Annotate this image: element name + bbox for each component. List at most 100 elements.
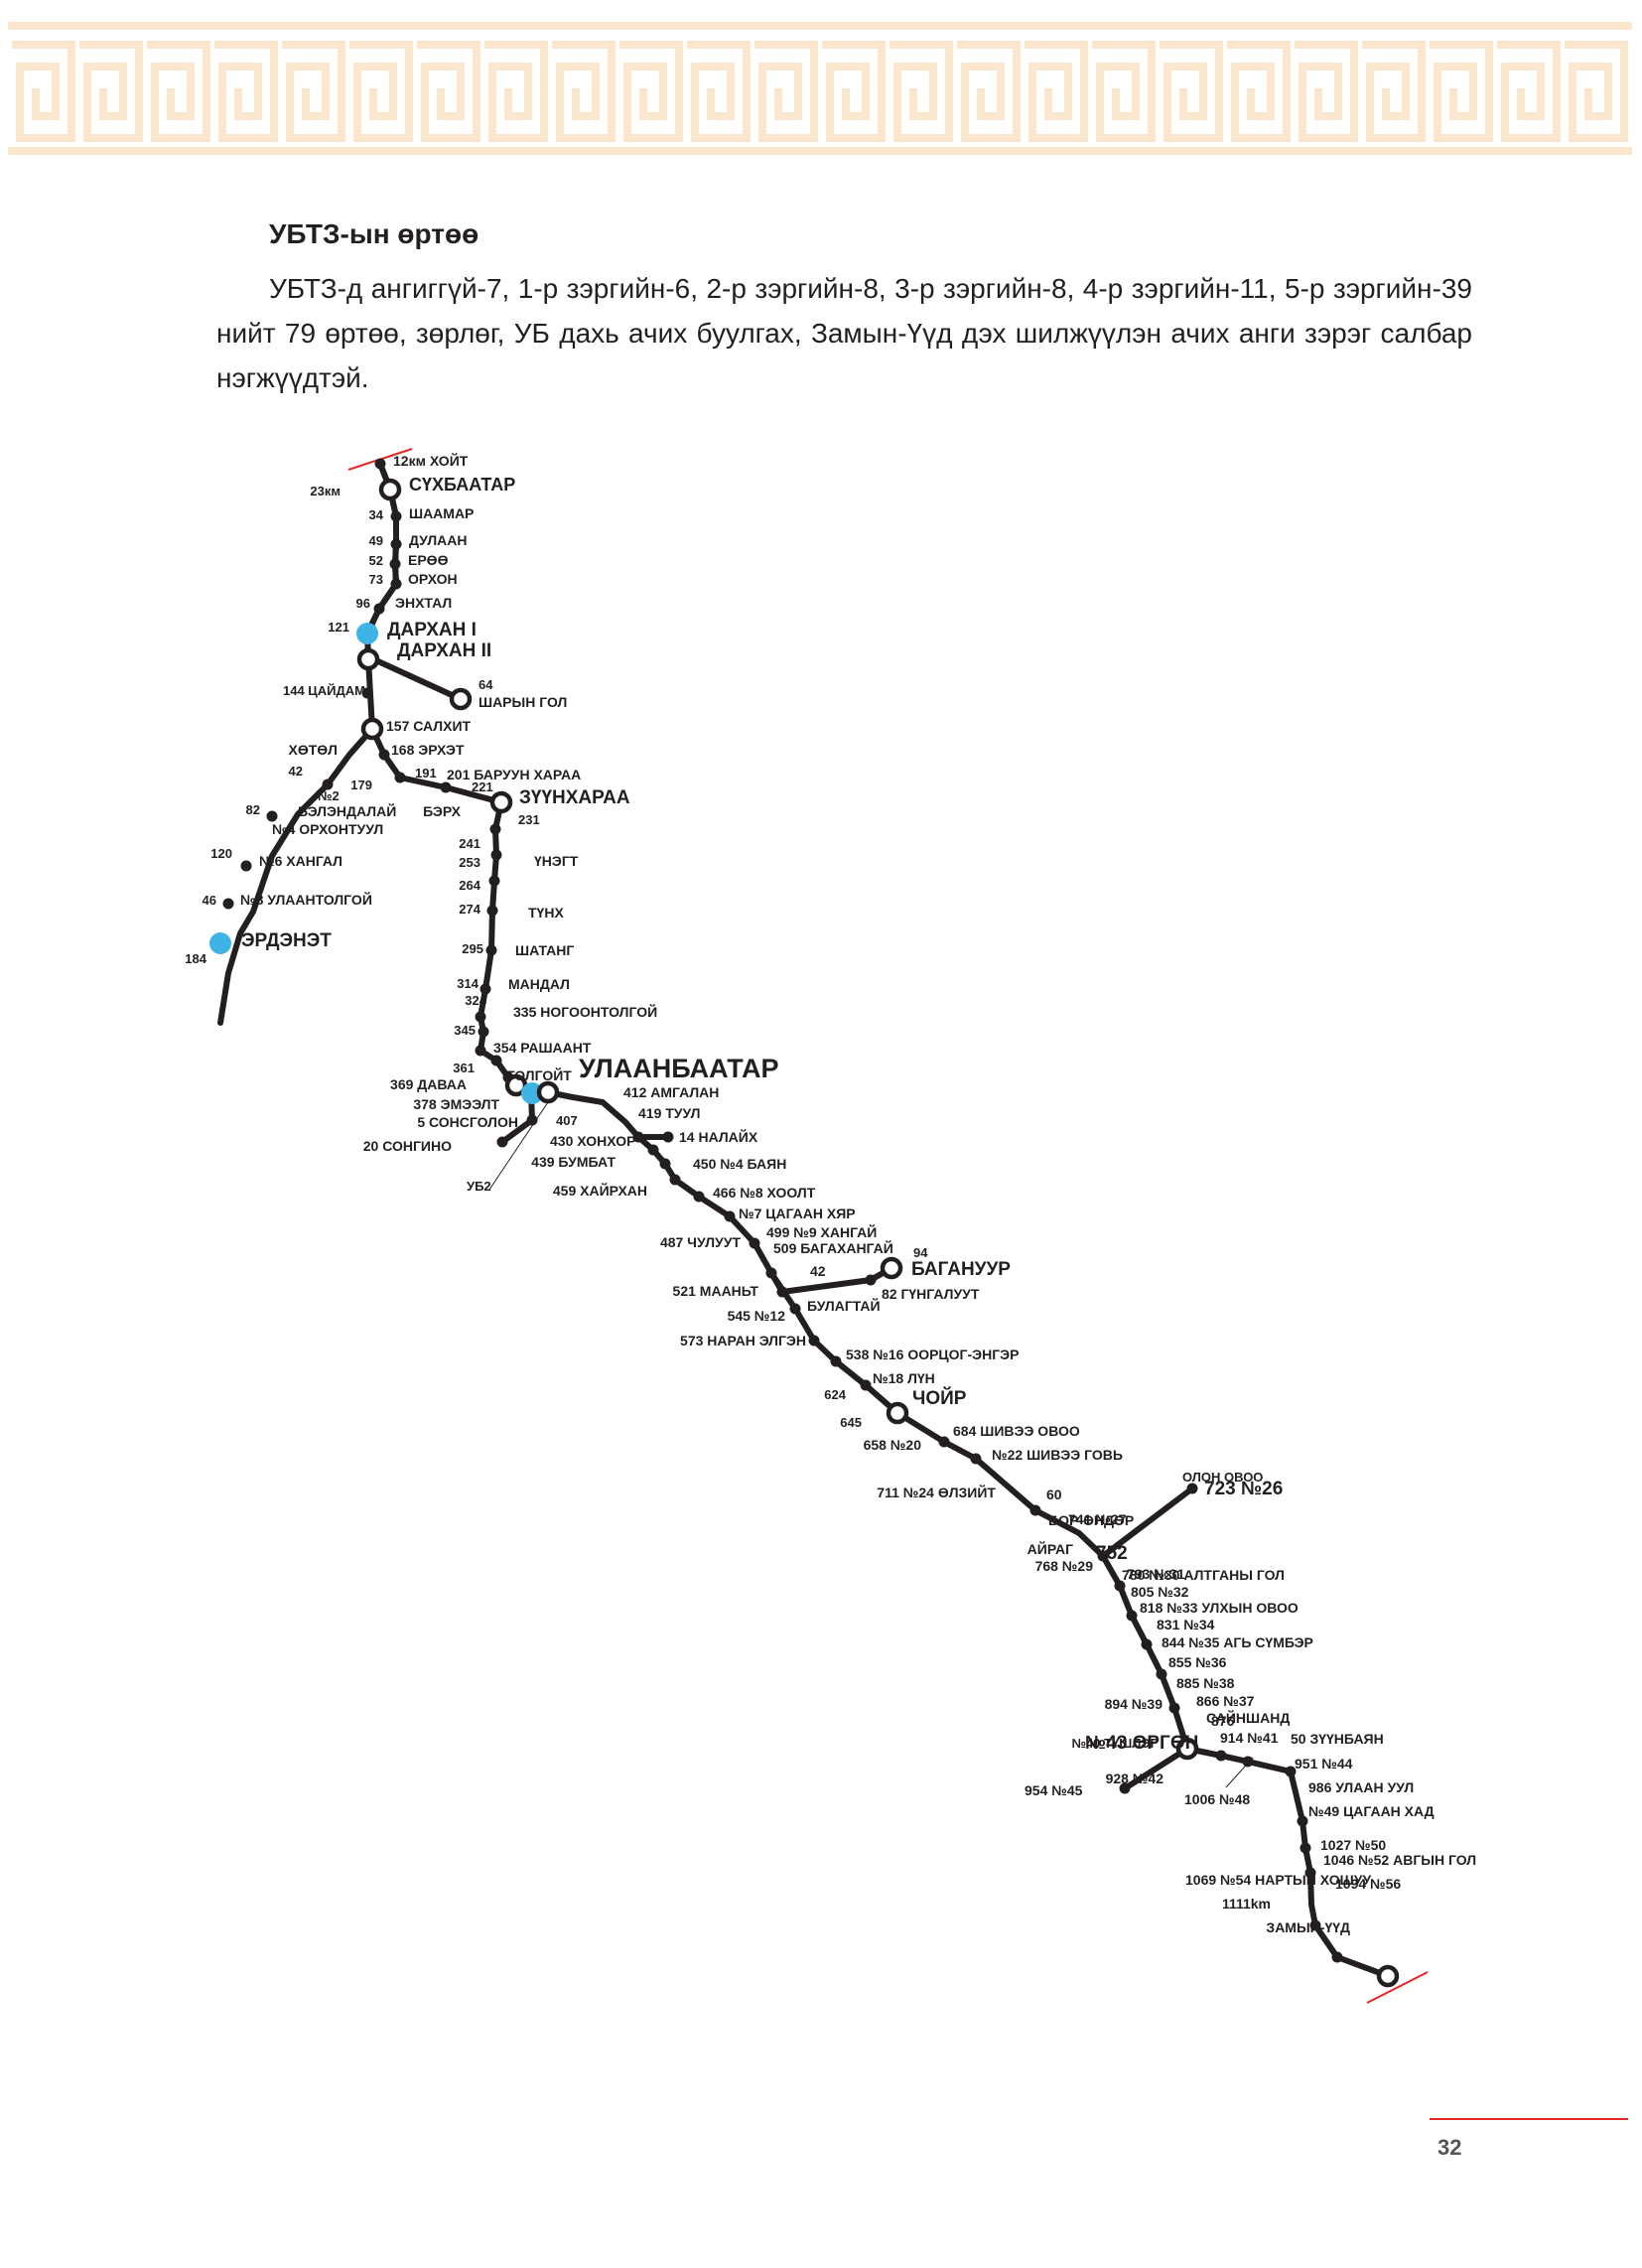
station-dot — [479, 983, 491, 995]
decorative-border — [8, 22, 1632, 155]
station-label: 986 УЛААН УУЛ — [1308, 1779, 1414, 1795]
station-label: 645 — [840, 1415, 862, 1430]
station-label: ҮНЭГТ — [534, 853, 579, 869]
station-dot — [361, 687, 373, 699]
station-circle — [886, 1401, 909, 1425]
station-label: 1046 №52 АВГЫН ГОЛ — [1323, 1852, 1476, 1868]
station-dot — [378, 749, 390, 761]
station-label: 1111km — [1222, 1896, 1271, 1912]
station-label: 658 №20 — [864, 1437, 922, 1453]
station-dot — [489, 823, 501, 835]
station-label: ОЛОН ОВОО — [1182, 1470, 1263, 1485]
station-label: 82 — [246, 802, 260, 817]
station-dot — [240, 860, 252, 872]
station-label: 60 — [1046, 1487, 1062, 1502]
station-label: БЭЛЭНДАЛАЙ — [298, 802, 396, 819]
station-label: БУЛАГТАЙ — [807, 1297, 881, 1314]
station-label: 521 МААНЬТ — [673, 1283, 759, 1299]
station-dot — [486, 905, 498, 917]
station-label: 50 ЗҮҮНБАЯН — [1291, 1731, 1384, 1747]
station-label: №40 ТҮШЛЭГ — [1071, 1736, 1158, 1751]
station-label: 1094 №56 — [1335, 1876, 1401, 1892]
station-label: 793 №31 — [1127, 1566, 1185, 1582]
station-dot — [938, 1436, 950, 1448]
major-station-label: №43 ӨРГӨН — [1085, 1733, 1198, 1754]
station-label: 573 НАРАН ЭЛГЭН — [680, 1333, 806, 1348]
track-cut-marks — [347, 448, 1429, 2004]
major-station-label: ДАРХАН II — [397, 640, 491, 661]
station-dot — [390, 510, 402, 522]
station-label: 885 №38 — [1176, 1675, 1235, 1691]
station-dot — [526, 1114, 538, 1126]
station-label: №22 ШИВЭЭ ГОВЬ — [992, 1447, 1123, 1463]
station-label: №6 ХАНГАЛ — [259, 853, 342, 869]
station-label: 499 №9 ХАНГАЙ — [766, 1223, 877, 1240]
station-markers — [209, 458, 1400, 1988]
station-label: 12км ХОЙТ — [393, 452, 469, 469]
station-label: 831 №34 — [1157, 1617, 1215, 1632]
major-station-label: ЗҮҮНХАРАА — [519, 787, 630, 808]
station-label: 157 САЛХИТ — [386, 718, 472, 734]
station-dot — [724, 1210, 736, 1222]
tushleg-leader-line — [1225, 1757, 1254, 1788]
station-label: 20 СОНГИНО — [363, 1138, 452, 1154]
station-circle — [489, 790, 513, 814]
major-station-label: УЛААНБААТАР — [579, 1054, 779, 1083]
station-dot — [662, 1131, 674, 1143]
station-label: ТОЛГОЙТ — [506, 1066, 572, 1083]
station-label: 96 — [356, 596, 370, 611]
track-bor-undur-branch — [1100, 1486, 1195, 1559]
station-label: 42 — [810, 1263, 826, 1279]
station-label: 345 — [454, 1023, 476, 1038]
station-dot — [1168, 1702, 1180, 1714]
station-label: УБ2 — [467, 1179, 491, 1194]
track-zuunbayan-branch — [1122, 1746, 1190, 1791]
station-dot — [475, 1011, 486, 1023]
station-label: 354 РАШААНТ — [493, 1040, 592, 1056]
track-baganuur-branch — [768, 1265, 894, 1295]
station-dot — [808, 1335, 820, 1347]
station-label: 314 — [457, 976, 479, 991]
station-label: 324 — [465, 993, 486, 1008]
station-circle — [378, 478, 402, 501]
station-label: 253 — [459, 855, 480, 870]
major-station-label: СҮХБААТАР — [409, 475, 515, 495]
station-dot — [1297, 1815, 1308, 1827]
station-dot — [1285, 1766, 1297, 1777]
station-dot — [374, 458, 386, 470]
major-station-label: ЧОЙР — [912, 1387, 967, 1409]
station-dot — [488, 875, 500, 887]
page-number: 32 — [1437, 2135, 1462, 2160]
station-circle — [356, 647, 380, 671]
station-label: 94 — [913, 1245, 928, 1260]
station-label: 412 АМГАЛАН — [623, 1084, 719, 1100]
station-label: 241 — [459, 836, 480, 851]
station-label: 82 ГҮНГАЛУУТ — [882, 1286, 980, 1302]
station-dot — [322, 779, 334, 790]
station-label: 894 №39 — [1105, 1696, 1163, 1712]
station-label: ЕРӨӨ — [408, 552, 449, 568]
station-label: 264 — [459, 878, 480, 893]
south-border-mark — [1366, 1971, 1429, 2004]
station-label: 928 №42 — [1106, 1771, 1164, 1786]
station-dot — [490, 849, 502, 861]
station-dot — [1300, 1842, 1311, 1854]
station-dot — [266, 810, 278, 822]
station-label: ТҮНХ — [528, 905, 564, 921]
station-dot — [390, 538, 402, 550]
station-label: 184 — [185, 951, 206, 966]
station-label: 46 — [203, 893, 216, 908]
major-station-label: 723 №26 — [1204, 1479, 1283, 1499]
station-label: АЙРАГ — [1027, 1540, 1073, 1557]
station-label: 459 ХАЙРХАН — [553, 1182, 647, 1199]
station-label: ШАРЫН ГОЛ — [479, 694, 567, 710]
station-label: 684 ШИВЭЭ ОВОО — [953, 1423, 1080, 1439]
station-label: 450 №4 БАЯН — [693, 1156, 786, 1172]
station-label: ОРХОН — [408, 571, 458, 587]
station-dot — [776, 1286, 788, 1298]
station-label: МАНДАЛ — [508, 976, 570, 992]
station-label: 201 БАРУУН ХАРАА — [447, 767, 581, 782]
station-label: 741 №27 — [1068, 1511, 1127, 1527]
station-label: 407 — [556, 1113, 578, 1128]
